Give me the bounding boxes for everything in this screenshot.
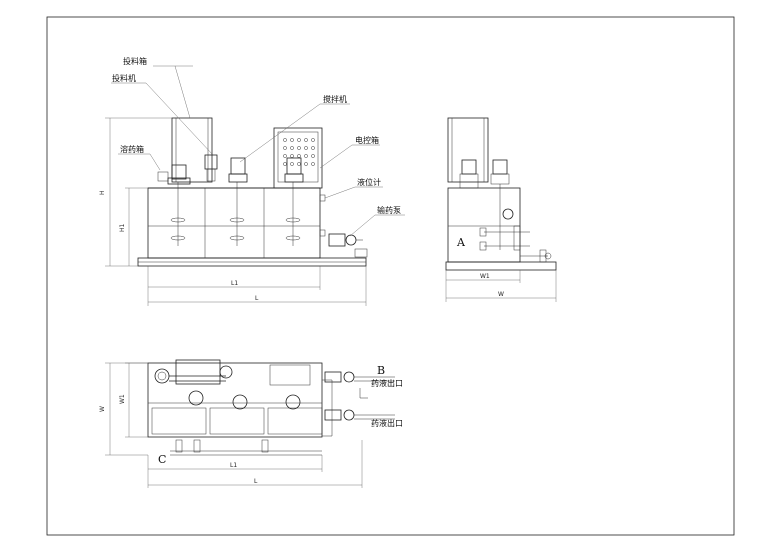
front-view: 投料箱 投料机 搅拌机 电控箱 溶药箱 液位计 输药泵 H H1 L1 L bbox=[99, 56, 405, 306]
side-dimensions bbox=[445, 270, 557, 302]
side-mixer-motor bbox=[492, 159, 508, 175]
dosing-pump bbox=[328, 233, 368, 258]
marker-A: A bbox=[456, 236, 466, 249]
mixer-motor-2 bbox=[228, 157, 248, 183]
drawing-frame bbox=[46, 16, 735, 536]
side-feeder-motor bbox=[461, 159, 477, 175]
plan-view: B C 药液出口 药液出口 W W1 L1 L bbox=[99, 359, 403, 488]
marker-C: C bbox=[158, 453, 166, 466]
dim-H1: H1 bbox=[119, 223, 126, 232]
control-box bbox=[273, 127, 323, 189]
dissolve-tank-body bbox=[147, 187, 321, 259]
dim-W1-side: W1 bbox=[480, 273, 490, 280]
plan-mixer-3 bbox=[285, 394, 301, 410]
feeder bbox=[204, 154, 218, 182]
hopper bbox=[171, 117, 213, 183]
dim-L1: L1 bbox=[231, 280, 238, 287]
plan-pump-2 bbox=[324, 409, 395, 421]
dim-L1-plan: L1 bbox=[230, 462, 237, 469]
mixer-motor-3 bbox=[284, 157, 304, 183]
side-hopper bbox=[447, 117, 489, 183]
plan-motor-1 bbox=[154, 368, 170, 384]
side-base bbox=[445, 261, 557, 271]
label-feeder: 投料机 bbox=[112, 73, 136, 83]
label-hopper: 投料箱 bbox=[123, 56, 147, 66]
plan-pump-1 bbox=[324, 371, 395, 383]
plan-mixer-2 bbox=[232, 394, 248, 410]
label-control-box: 电控箱 bbox=[355, 135, 379, 145]
dim-L: L bbox=[255, 295, 259, 302]
dim-W-side: W bbox=[498, 291, 504, 298]
plan-mixer-1 bbox=[188, 390, 204, 406]
label-mixer: 搅拌机 bbox=[323, 94, 347, 104]
side-gauge bbox=[502, 208, 514, 220]
side-tank bbox=[447, 187, 521, 263]
level-gauge bbox=[319, 194, 326, 237]
dim-H: H bbox=[99, 190, 106, 195]
label-dissolve-tank: 溶药箱 bbox=[120, 144, 144, 154]
dim-L-plan: L bbox=[254, 478, 258, 485]
leader-lines-front bbox=[111, 65, 405, 237]
label-dosing-pump: 输药泵 bbox=[377, 205, 401, 215]
dim-W1-plan: W1 bbox=[119, 394, 126, 404]
mixer-motor-1 bbox=[157, 164, 191, 185]
label-level-gauge: 液位计 bbox=[357, 177, 381, 187]
dim-W-plan: W bbox=[99, 406, 106, 412]
side-view: A W1 W bbox=[445, 117, 557, 302]
front-dimensions bbox=[105, 117, 367, 306]
plan-outline bbox=[147, 362, 323, 438]
plan-hopper bbox=[175, 359, 221, 385]
plan-dimensions bbox=[105, 362, 363, 488]
marker-B: B bbox=[377, 364, 385, 377]
label-outlet-1: 药液出口 bbox=[371, 378, 403, 388]
label-outlet-2: 药液出口 bbox=[371, 418, 403, 428]
